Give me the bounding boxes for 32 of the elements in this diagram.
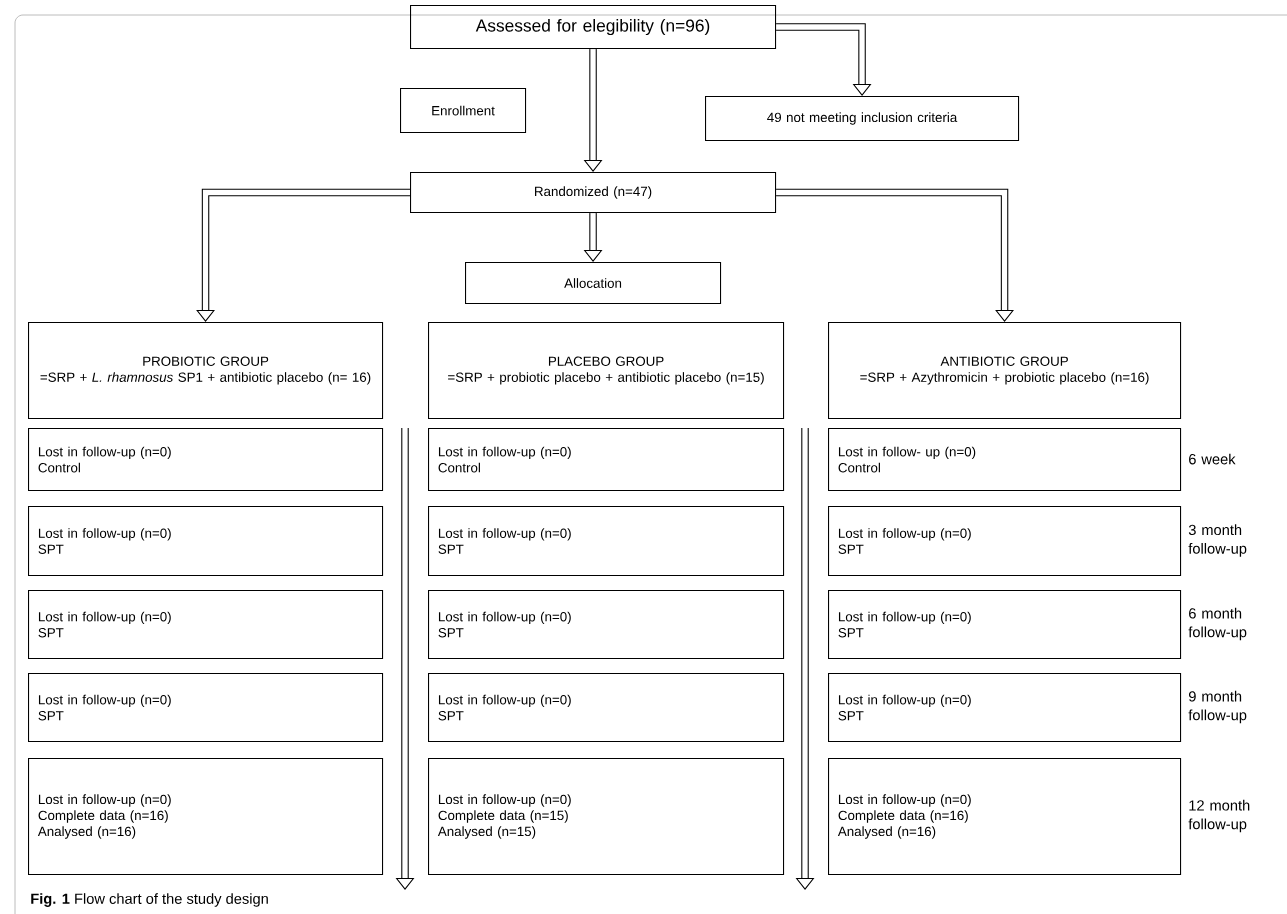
group-box: PLACEBO GROUP =SRP + probiotic placebo + antibiotic placebo (n=15) [428,322,785,420]
process-box: Randomized (n=47) [410,172,777,214]
time-label: 6 week [1189,453,1236,465]
time-label: 6 month follow-up [1188,607,1247,641]
follow-up-box: Lost in follow-up (n=0) Control [428,428,785,492]
follow-up-box: Lost in follow-up (n=0) Complete data (n=15) Analysed (n=15) [428,758,785,876]
follow-up-box: Lost in follow-up (n=0) SPT [28,506,384,577]
arrow [776,188,1014,322]
follow-up-box: Lost in follow-up (n=0) SPT [428,506,785,577]
follow-up-box: Lost in follow-up (n=0) Complete data (n=16) Analysed (n=16) [28,758,384,876]
group-box: ANTIBIOTIC GROUP =SRP + Azythromicin + probiotic placebo (n=16) [828,322,1182,420]
arrow [196,188,410,322]
time-label: 12 month follow-up [1188,799,1250,833]
follow-up-box: Lost in follow-up (n=0) Complete data (n=16) Analysed (n=16) [828,758,1182,876]
process-box: Assessed for elegibility (n=96) [410,5,777,50]
time-label: 9 month follow-up [1188,690,1247,724]
follow-up-box: Lost in follow-up (n=0) SPT [28,590,384,660]
follow-up-box: Lost in follow- up (n=0) Control [828,428,1182,492]
process-box: Enrollment [400,88,527,134]
follow-up-box: Lost in follow-up (n=0) SPT [28,673,384,743]
follow-up-box: Lost in follow-up (n=0) SPT [428,590,785,660]
time-label: 3 month follow-up [1188,524,1247,557]
follow-up-box: Lost in follow-up (n=0) SPT [828,506,1182,577]
follow-up-box: Lost in follow-up (n=0) SPT [828,673,1182,743]
caption: Fig. 1 Flow chart of the study design [31,893,268,907]
process-box: Allocation [465,262,722,305]
follow-up-box: Lost in follow-up (n=0) SPT [828,590,1182,660]
group-box: PROBIOTIC GROUP =SRP + L. rhamnosus SP1 + antibiotic placebo (n= 16) [28,322,384,420]
process-box: 49 not meeting inclusion criteria [705,96,1020,142]
follow-up-box: Lost in follow-up (n=0) Control [28,428,384,492]
follow-up-box: Lost in follow-up (n=0) SPT [428,673,785,743]
arrow [776,23,872,96]
